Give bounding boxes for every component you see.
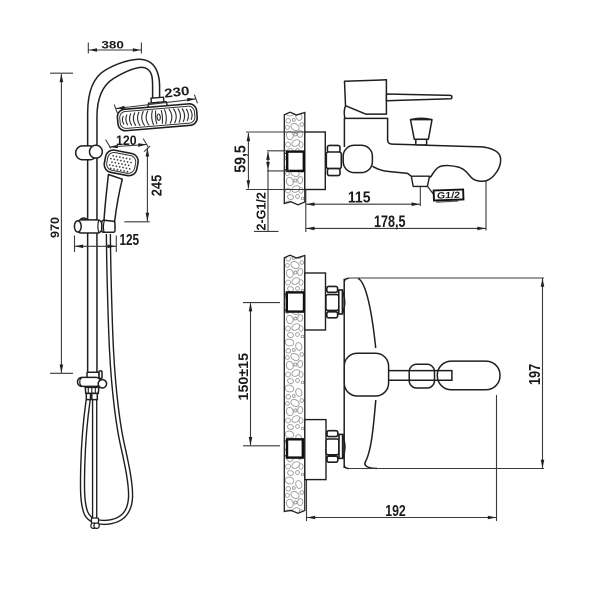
- svg-text:59,5: 59,5: [233, 145, 250, 173]
- svg-text:230: 230: [163, 84, 190, 101]
- svg-text:2-G1/2: 2-G1/2: [255, 192, 269, 231]
- svg-text:G1/2: G1/2: [437, 190, 461, 201]
- svg-text:970: 970: [48, 217, 62, 238]
- svg-text:120: 120: [116, 133, 137, 148]
- svg-text:125: 125: [120, 232, 140, 249]
- svg-text:192: 192: [385, 503, 406, 520]
- svg-text:380: 380: [101, 40, 124, 52]
- svg-text:178,5: 178,5: [374, 212, 406, 231]
- svg-text:115: 115: [348, 189, 371, 206]
- svg-text:197: 197: [527, 364, 544, 385]
- svg-text:245: 245: [149, 175, 166, 197]
- svg-text:150±15: 150±15: [236, 353, 252, 401]
